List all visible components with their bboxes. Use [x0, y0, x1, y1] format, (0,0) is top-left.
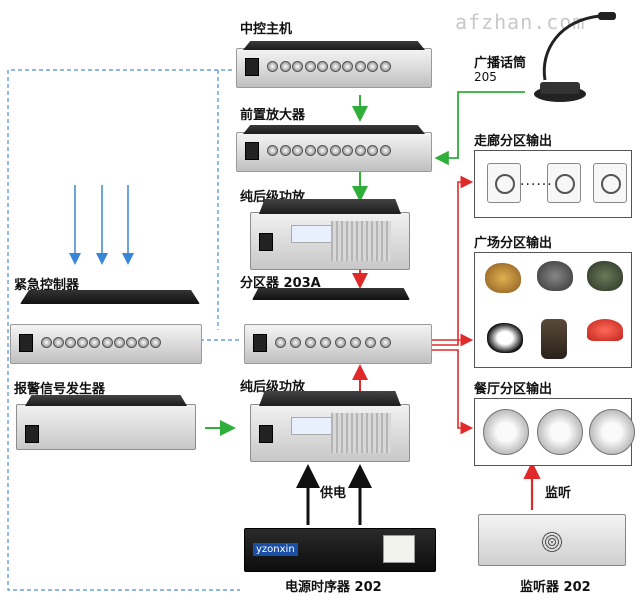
power-amp-top-unit: [250, 199, 410, 270]
main-controller-unit: [236, 41, 432, 88]
monitor-device-unit: [478, 514, 626, 566]
zone-splitter-label: 分区器 203A: [240, 276, 321, 291]
panda-speaker-icon: [487, 323, 523, 353]
rock-speaker-icon: [537, 261, 573, 291]
restaurant-zone-label: 餐厅分区输出: [474, 382, 553, 397]
preamp-unit: [236, 125, 432, 172]
rock-speaker-icon: [587, 261, 623, 291]
more-dots: ······: [520, 177, 553, 193]
emergency-controller-unit: [10, 324, 202, 364]
emergency-controller-label: 紧急控制器: [14, 278, 80, 293]
zone-output-line: [430, 175, 474, 346]
ceiling-speaker-icon: [483, 409, 529, 455]
wall-speaker-icon: [593, 163, 627, 203]
corridor-zone-label: 走廊分区输出: [474, 134, 553, 149]
alarm-generator-unit: [16, 395, 196, 450]
power-amp-bottom-unit: [250, 391, 410, 462]
alarm-generator-label: 报警信号发生器: [14, 382, 106, 397]
power-sequencer-unit: yzonxin: [244, 528, 436, 572]
mushroom-speaker-icon: [587, 319, 623, 341]
wall-speaker-icon: [547, 163, 581, 203]
power-supply-label: 供电: [320, 486, 347, 501]
square-zone-label: 广场分区输出: [474, 236, 553, 251]
preamp-label: 前置放大器: [240, 108, 306, 123]
emergency-controller-top: [20, 290, 200, 304]
ceiling-speaker-icon: [537, 409, 583, 455]
rock-speaker-icon: [485, 263, 521, 293]
wall-speaker-icon: [487, 163, 521, 203]
mic-signal-line: [434, 91, 525, 166]
dashed-control-line: [7, 69, 240, 591]
square-speaker-box: [474, 252, 632, 368]
sequencer-brand: yzonxin: [253, 543, 298, 556]
microphone-icon: [534, 12, 616, 102]
corridor-speaker-box: ······: [474, 150, 632, 218]
monitor-device-label: 监听器 202: [520, 580, 591, 595]
restaurant-speaker-box: [474, 398, 635, 466]
microphone-title: 广播话筒: [474, 56, 527, 71]
zone-splitter-top: [252, 288, 410, 300]
zone-output-line: [430, 349, 474, 435]
main-controller-label: 中控主机: [240, 22, 293, 37]
stump-speaker-icon: [541, 319, 567, 359]
microphone-code: 205: [474, 70, 497, 84]
power-sequencer-label: 电源时序器 202: [285, 580, 382, 595]
zone-splitter-unit: [244, 324, 432, 364]
monitor-label: 监听: [545, 486, 572, 501]
ceiling-speaker-icon: [589, 409, 635, 455]
